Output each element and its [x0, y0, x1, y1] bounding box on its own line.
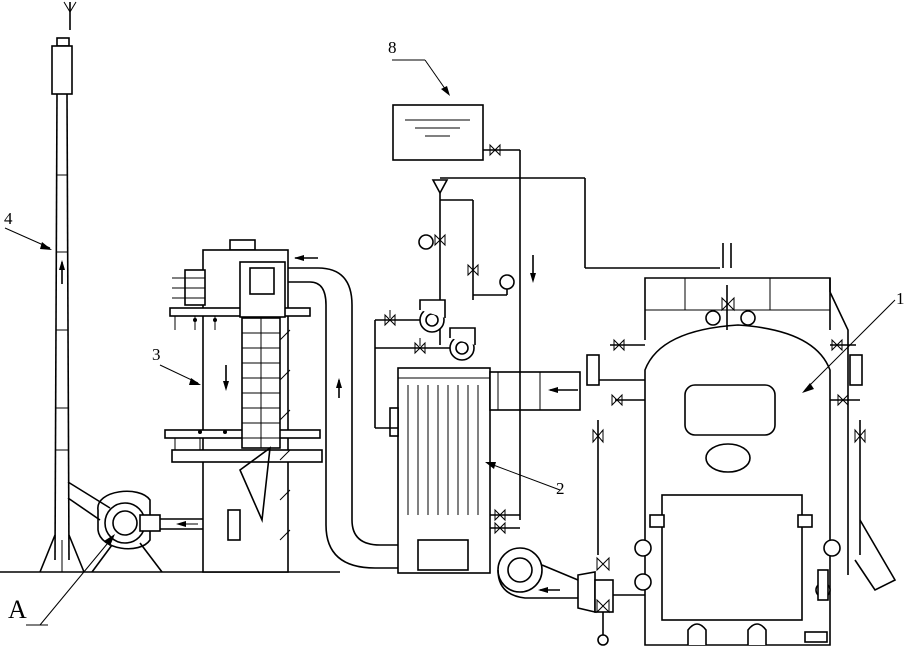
burner-fan: [497, 547, 645, 646]
leader-boiler: [804, 299, 896, 391]
heat-exchanger: [389, 367, 491, 574]
fan-a: [67, 481, 205, 573]
label-scrubber-tower: 3: [152, 345, 161, 364]
scrubber-tower: [164, 239, 323, 573]
leader-heat-exchanger: [487, 462, 561, 491]
boiler: [586, 243, 897, 646]
label-fan-a: A: [8, 595, 27, 624]
water-tank: [392, 104, 536, 520]
label-boiler: 1: [896, 289, 905, 308]
label-heat-exchanger: 2: [556, 479, 565, 498]
chimney: [39, 1, 85, 573]
label-water-tank: 8: [388, 38, 397, 57]
leader-fan: [39, 537, 113, 626]
boiler-flue-duct: [489, 371, 581, 411]
label-chimney: 4: [4, 209, 13, 228]
pump-piping: [374, 177, 720, 535]
flue-duct: [288, 267, 398, 569]
